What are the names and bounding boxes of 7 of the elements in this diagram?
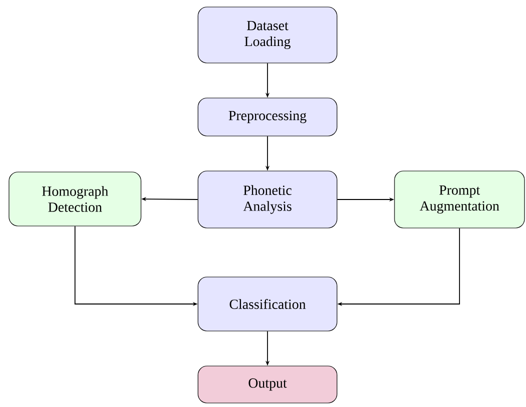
- process-box: Preprocessing: [198, 98, 338, 136]
- process-box: Dataset Loading: [198, 6, 338, 64]
- process-box: Homograph Detection: [8, 172, 142, 226]
- process-box: Classification: [198, 276, 338, 332]
- process-box: Phonetic Analysis: [198, 170, 338, 228]
- process-box: Prompt Augmentation: [394, 170, 525, 228]
- process-box: Output: [198, 366, 338, 404]
